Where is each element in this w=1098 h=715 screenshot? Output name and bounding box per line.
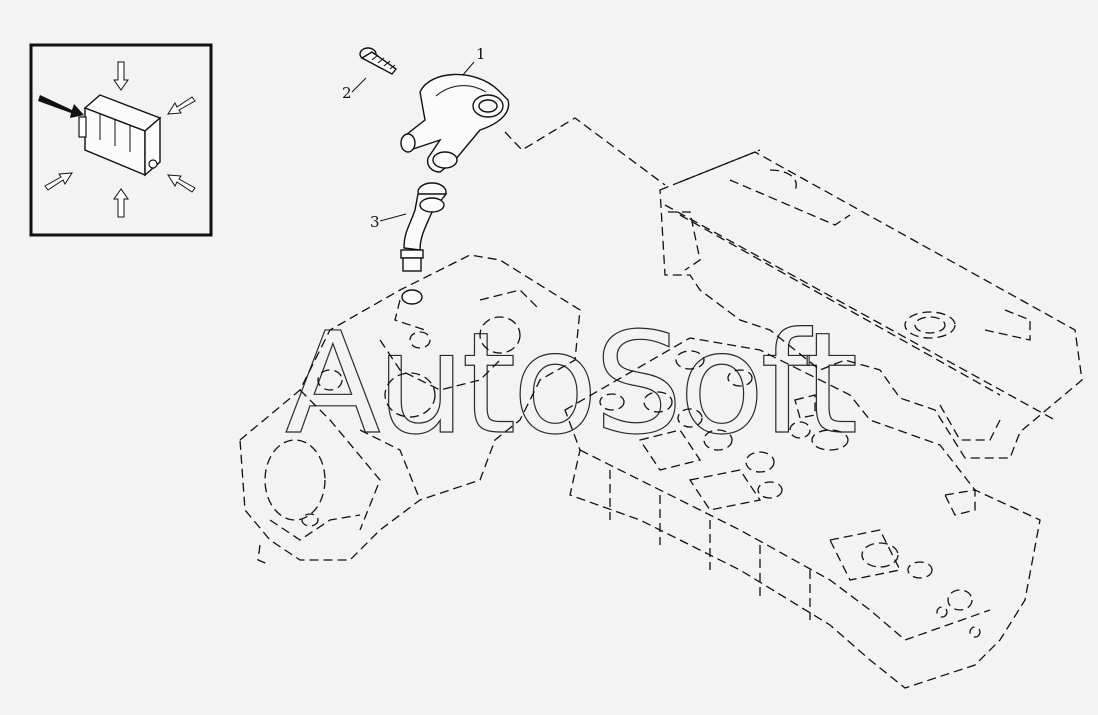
location-inset <box>29 43 213 237</box>
breather-pipe-part <box>400 182 448 305</box>
callout-1: 1 <box>476 45 486 63</box>
bolt-part <box>359 47 398 75</box>
cylinder-head-phantom <box>564 337 1041 689</box>
engine-block-phantom <box>239 254 581 566</box>
callout-2: 2 <box>342 84 352 102</box>
callout-3: 3 <box>370 213 380 231</box>
bold-arrow-icon <box>38 95 84 118</box>
breather-housing-part <box>400 73 510 173</box>
arrow-icon <box>44 61 196 218</box>
engine-block-icon <box>78 94 162 177</box>
valve-cover-phantom <box>659 149 1083 459</box>
watermark: AutoSoft <box>285 303 855 466</box>
